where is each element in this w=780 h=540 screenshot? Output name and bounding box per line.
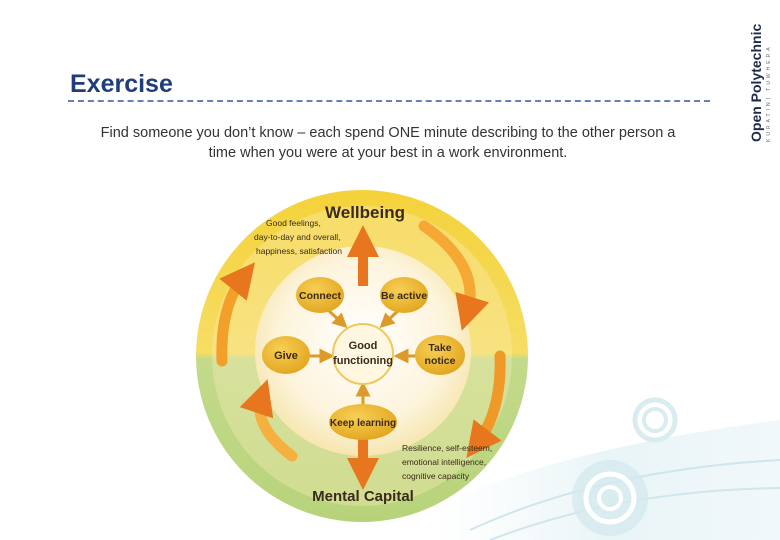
mental-capital-note-line-3: cognitive capacity: [402, 471, 470, 481]
node-be-active: [380, 277, 428, 313]
slide-title: Exercise: [70, 70, 173, 98]
heading-mental-capital: Mental Capital: [312, 488, 414, 505]
node-connect-label: Connect: [299, 290, 342, 302]
node-keep-learning: [329, 404, 397, 440]
open-polytechnic-logo: Open Polytechnic KURATINI TUWHERA: [740, 20, 776, 150]
node-give: [262, 336, 310, 374]
logo-name: Open Polytechnic: [748, 23, 764, 142]
node-keep-learning-label: Keep learning: [330, 418, 396, 429]
node-take-notice-label-1: Take: [428, 342, 451, 354]
decorative-swirl-graphic: [430, 397, 780, 540]
wellbeing-diagram: Good functioning Connect Be active Give …: [196, 190, 528, 522]
outer-cycle-arrows: [216, 220, 506, 462]
mental-capital-note: Resilience, self-esteem, emotional intel…: [402, 443, 492, 481]
mental-capital-note-line-1: Resilience, self-esteem,: [402, 443, 492, 453]
center-node: [332, 323, 394, 385]
mental-capital-note-line-2: emotional intelligence,: [402, 457, 486, 467]
node-connect: [296, 277, 344, 313]
heading-wellbeing: Wellbeing: [325, 203, 405, 222]
center-label-line-2: functioning: [333, 355, 393, 367]
wellbeing-note-line-2: day-to-day and overall,: [254, 232, 340, 242]
wellbeing-note-line-1: Good feelings,: [266, 218, 321, 228]
wellbeing-note: Good feelings, day-to-day and overall, h…: [254, 218, 342, 256]
wellbeing-note-line-3: happiness, satisfaction: [256, 246, 342, 256]
node-take-notice: [415, 335, 465, 375]
logo-tagline: KURATINI TUWHERA: [766, 44, 772, 142]
node-give-label: Give: [274, 350, 298, 362]
instruction-line-1: Find someone you don’t know – each spend…: [100, 125, 676, 141]
node-be-active-label: Be active: [381, 290, 427, 302]
node-take-notice-label-2: notice: [425, 355, 456, 367]
instruction-line-2: time when you were at your best in a wor…: [208, 145, 568, 161]
instruction-text: Find someone you don’t know – each spend…: [62, 123, 714, 163]
center-label-line-1: Good: [349, 340, 378, 352]
title-divider: [68, 100, 710, 102]
